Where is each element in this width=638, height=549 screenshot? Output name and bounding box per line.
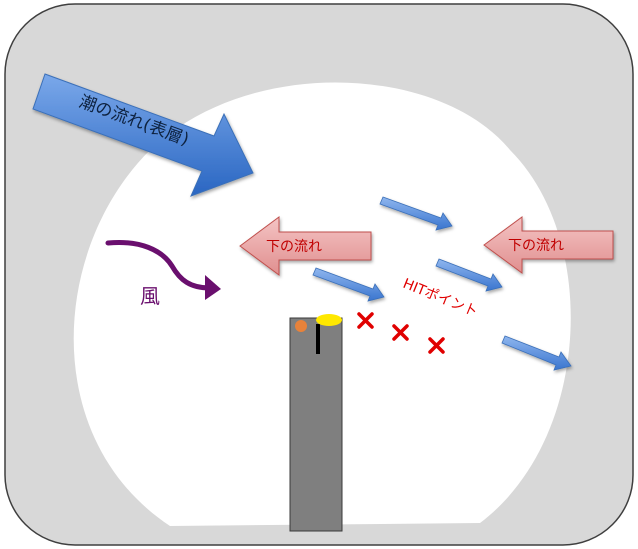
surface-current-arrow-icon (32, 73, 254, 197)
lower-current-arrow-left: 下の流れ (239, 216, 372, 276)
angler-head (295, 320, 307, 332)
wind-arrow: 風 (105, 239, 221, 308)
lower-current-label-right: 下の流れ (508, 238, 564, 254)
hit-markers (357, 312, 445, 354)
lower-current-label-left: 下の流れ (266, 239, 322, 255)
small-current-arrow-icon (379, 196, 453, 231)
small-current-arrow-icon (501, 335, 572, 371)
angler-body (316, 324, 320, 354)
lower-current-arrow-right: 下の流れ (483, 216, 614, 274)
small-current-arrows (312, 196, 572, 371)
lower-current-arrow-left-icon (239, 216, 372, 276)
angler-hat (316, 314, 342, 326)
x-mark-icon (357, 312, 374, 329)
small-current-arrow-icon (435, 258, 503, 292)
x-mark-icon (428, 337, 445, 354)
wind-arrow-icon (105, 239, 213, 291)
lower-current-arrow-right-icon (483, 216, 614, 274)
angler-icon (295, 314, 342, 354)
wind-label: 風 (140, 284, 160, 308)
wind-arrow-head (205, 275, 221, 300)
x-mark-icon (392, 324, 409, 341)
small-current-arrow-icon (312, 267, 385, 302)
